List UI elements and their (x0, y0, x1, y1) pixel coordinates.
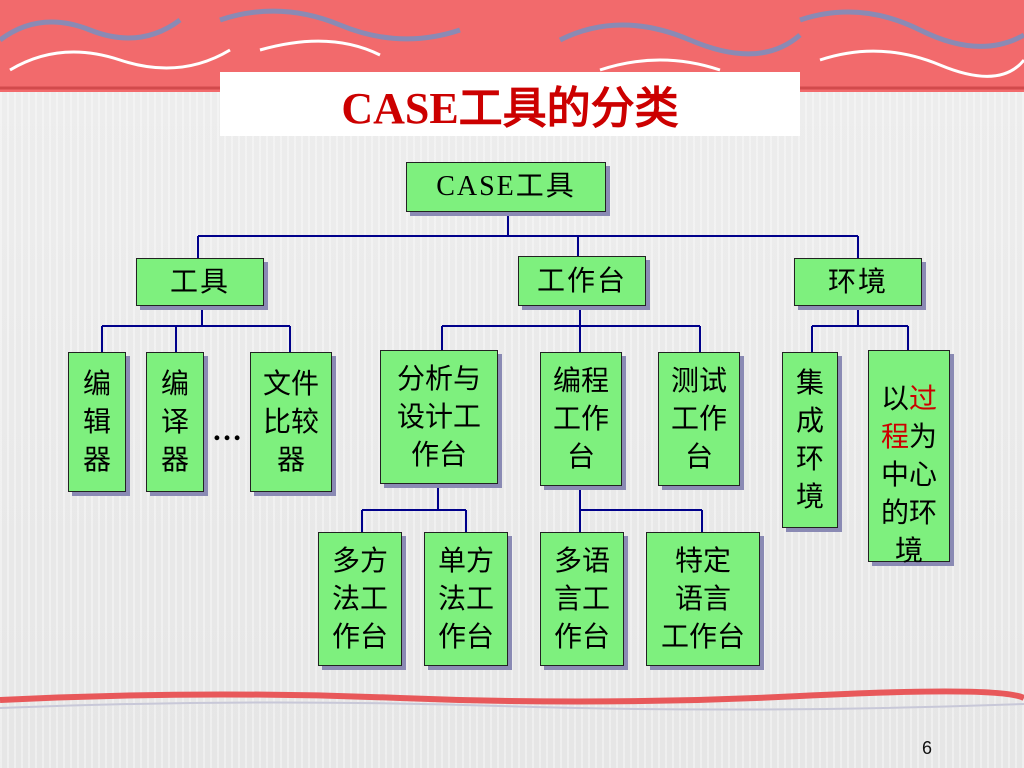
node-integrated-environment-label: 集 成 环 境 (795, 366, 824, 513)
node-testing: 测试 工作 台 (658, 352, 740, 486)
node-integrated-environment: 集 成 环 境 (782, 352, 838, 528)
node-multi-language-label: 多语 言工 作台 (553, 544, 610, 653)
node-file-compare: 文件 比较 器 (250, 352, 332, 492)
node-workbench: 工作台 (518, 256, 646, 306)
node-programming: 编程 工作 台 (540, 352, 622, 486)
node-multi-language-workbench: 多语 言工 作台 (540, 532, 624, 666)
node-editor: 编 辑 器 (68, 352, 126, 492)
process-centered-highlight-1: 过 (909, 382, 938, 415)
node-tools-label: 工具 (169, 265, 230, 298)
node-compiler: 编 译 器 (146, 352, 204, 492)
ellipsis-more-tools: … (212, 414, 242, 447)
node-environment: 环境 (794, 258, 922, 306)
node-testing-label: 测试 工作 台 (670, 364, 727, 473)
node-analysis-design-label: 分析与 设计工 作台 (396, 362, 481, 471)
process-centered-rest-1: 为 (909, 420, 938, 453)
node-workbench-label: 工作台 (536, 264, 627, 297)
node-tools: 工具 (136, 258, 264, 306)
node-process-centered-environment: 以过程为中心 的环 境 (868, 350, 950, 567)
title-box: CASE工具的分类 (220, 72, 800, 136)
root-node-case-tools: CASE工具 (406, 162, 606, 212)
node-programming-label: 编程 工作 台 (552, 364, 609, 473)
slide-title: CASE工具的分类 (341, 84, 679, 133)
root-label: CASE工具 (436, 171, 576, 202)
node-analysis-design: 分析与 设计工 作台 (380, 350, 498, 484)
node-editor-label: 编 辑 器 (82, 367, 111, 476)
node-single-method-label: 单方 法工 作台 (437, 544, 494, 653)
process-centered-prefix: 以 (880, 382, 909, 415)
node-multi-method-label: 多方 法工 作台 (331, 544, 388, 653)
decorative-bottom-band (0, 688, 1024, 711)
process-centered-rest-2: 中心 的环 境 (880, 458, 937, 567)
node-compiler-label: 编 译 器 (160, 367, 189, 476)
process-centered-highlight-2: 程 (880, 420, 909, 453)
node-file-compare-label: 文件 比较 器 (262, 367, 319, 476)
node-specific-language-workbench: 特定 语言 工作台 (646, 532, 760, 666)
node-environment-label: 环境 (827, 265, 888, 298)
node-multi-method-workbench: 多方 法工 作台 (318, 532, 402, 666)
node-specific-language-label: 特定 语言 工作台 (660, 544, 745, 653)
page-number: 6 (922, 738, 933, 758)
node-single-method-workbench: 单方 法工 作台 (424, 532, 508, 666)
